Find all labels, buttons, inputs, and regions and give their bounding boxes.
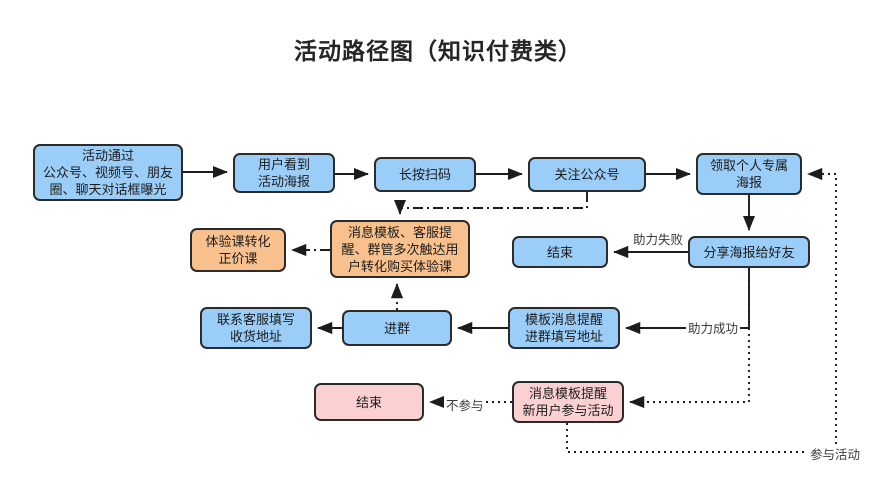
- edge-label-join-activity: 参与活动: [808, 444, 863, 463]
- node-long-press-scan[interactable]: 长按扫码: [374, 157, 476, 192]
- node-template-msg-new-user[interactable]: 消息模板提醒 新用户参与活动: [512, 381, 624, 423]
- node-template-msg-join-group[interactable]: 模板消息提醒 进群填写地址: [508, 307, 620, 349]
- edge-label-assist-failed: 助力失败: [631, 229, 686, 248]
- edge-n4-n7-dashdot: [393, 192, 588, 215]
- page-title: 活动路径图（知识付费类）: [294, 38, 582, 64]
- edge-label-assist-success: 助力成功: [686, 318, 741, 337]
- node-share-poster-friends[interactable]: 分享海报给好友: [688, 236, 810, 268]
- node-end-blue[interactable]: 结束: [512, 236, 608, 268]
- node-get-personal-poster[interactable]: 领取个人专属 海报: [696, 153, 802, 195]
- edge-label-not-join: 不参与: [444, 395, 486, 414]
- node-activity-exposure[interactable]: 活动通过 公众号、视频号、朋友 圈、聊天对话框曝光: [33, 144, 183, 201]
- node-join-group[interactable]: 进群: [342, 310, 452, 346]
- node-trial-to-paid-course[interactable]: 体验课转化 正价课: [190, 228, 286, 272]
- node-contact-service-address[interactable]: 联系客服填写 收货地址: [200, 307, 312, 349]
- node-multi-touch-conversion[interactable]: 消息模板、客服提 醒、群管多次触达用 户转化购买体验课: [330, 220, 470, 278]
- node-user-sees-poster[interactable]: 用户看到 活动海报: [233, 153, 335, 193]
- node-end-pink[interactable]: 结束: [314, 383, 424, 421]
- node-follow-official-account[interactable]: 关注公众号: [528, 157, 646, 192]
